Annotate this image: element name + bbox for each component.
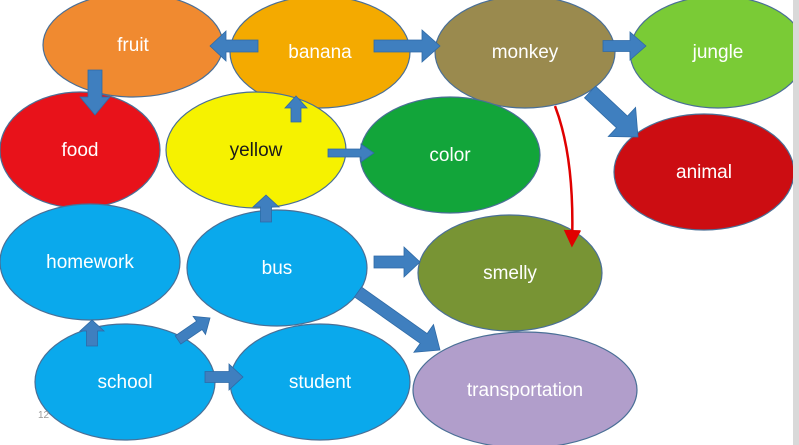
- node-school: school: [34, 323, 216, 441]
- node-transportation: transportation: [412, 331, 638, 445]
- edge-bus-to-smelly: [373, 246, 421, 278]
- node-monkey: monkey: [434, 0, 616, 109]
- node-bus-label: bus: [262, 258, 293, 279]
- node-monkey-label: monkey: [492, 42, 559, 63]
- node-jungle: jungle: [629, 0, 799, 109]
- node-homework-label: homework: [46, 252, 134, 273]
- node-smelly-label: smelly: [483, 263, 537, 284]
- edge-fruit-to-food: [79, 69, 111, 116]
- node-monkey-shape: [434, 0, 616, 109]
- node-fruit: fruit: [42, 0, 224, 98]
- node-yellow-label: yellow: [230, 140, 283, 161]
- edge-yellow-to-color: [327, 143, 375, 163]
- node-bus: bus: [186, 209, 368, 327]
- node-color: color: [359, 96, 541, 214]
- edge-banana-to-monkey: [373, 29, 441, 63]
- edge-monkey-to-jungle: [602, 31, 647, 61]
- window-edge: [793, 0, 799, 445]
- edge-monkey-to-animal: [583, 85, 639, 138]
- edge-monkey-to-smelly: [553, 105, 582, 248]
- node-homework-shape: [0, 203, 181, 321]
- edge-school-to-bus: [174, 315, 211, 345]
- node-student: student: [229, 323, 411, 441]
- node-student-label: student: [289, 372, 352, 393]
- edge-school-to-homework: [78, 319, 106, 347]
- node-bus-shape: [186, 209, 368, 327]
- node-food: food: [0, 91, 161, 209]
- node-homework: homework: [0, 203, 181, 321]
- node-smelly: smelly: [417, 214, 603, 332]
- node-transportation-label: transportation: [467, 380, 583, 401]
- node-banana-label: banana: [288, 42, 352, 63]
- edge-bus-to-yellow: [251, 194, 281, 223]
- node-jungle-label: jungle: [692, 42, 744, 63]
- node-color-label: color: [429, 145, 471, 166]
- edge-yellow-to-banana: [284, 95, 308, 123]
- edge-bus-to-transportation: [353, 286, 441, 353]
- slide-number: 12: [38, 410, 50, 421]
- node-transportation-shape: [412, 331, 638, 445]
- node-animal-label: animal: [676, 162, 732, 183]
- edge-school-to-student: [204, 363, 244, 391]
- node-yellow: yellow: [165, 91, 347, 209]
- edge-banana-to-fruit: [209, 30, 259, 62]
- node-smelly-shape: [417, 214, 603, 332]
- node-school-label: school: [98, 372, 153, 393]
- node-food-label: food: [62, 140, 99, 161]
- node-animal: animal: [613, 113, 795, 231]
- node-fruit-label: fruit: [117, 35, 149, 56]
